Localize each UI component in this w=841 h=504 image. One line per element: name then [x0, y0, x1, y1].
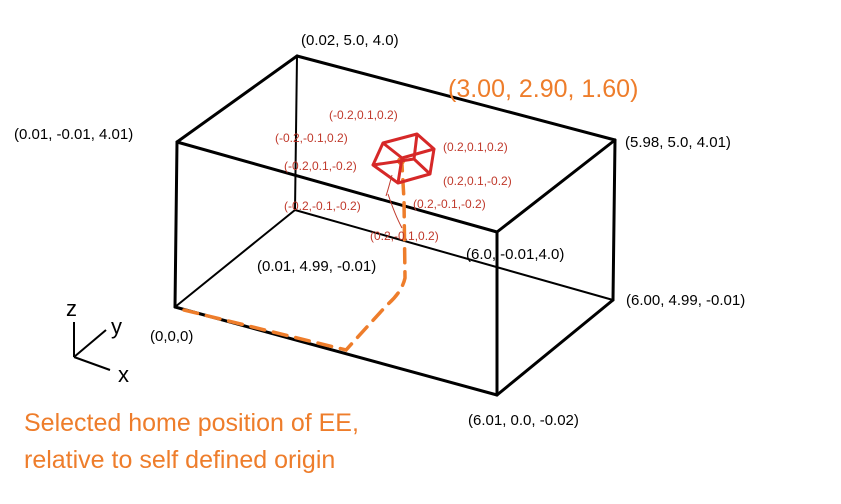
corner-label-bottom-back-right: (6.00, 4.99, -0.01) — [626, 292, 745, 309]
caption-line-1: Selected home position of EE, — [24, 409, 359, 437]
ee-box-edge — [412, 133, 419, 160]
ee-box-front-face — [371, 157, 432, 185]
ee-corner-label: (0.2,-0.1,-0.2) — [413, 197, 486, 211]
box-edge-vertical-back-right — [611, 138, 617, 302]
ee-leader-lines — [385, 174, 403, 229]
ee-corner-label: (0.2,-0.1,0.2) — [370, 229, 439, 243]
x-axis-line — [73, 356, 111, 371]
ee-box-back-face — [381, 132, 436, 160]
box-edge-top-back — [295, 54, 617, 142]
home-path-dashed — [182, 163, 407, 352]
box-edge-bottom-right — [495, 298, 615, 397]
corner-label-origin: (0,0,0) — [150, 328, 193, 345]
leader-line — [387, 193, 403, 229]
ee-home-coordinate: (3.00, 2.90, 1.60) — [448, 75, 638, 103]
ee-corner-label: (0.2,0.1,0.2) — [443, 140, 508, 154]
corner-label-bottom-back-left: (0.01, 4.99, -0.01) — [257, 258, 376, 275]
corner-label-top-front-left: (0.01, -0.01, 4.01) — [14, 126, 133, 143]
box-edge-bottom-left — [174, 209, 296, 308]
workspace-box — [173, 54, 617, 397]
corner-label-top-front-right: (6.0, -0.01,4.0) — [466, 246, 564, 263]
leader-line — [385, 174, 393, 197]
ee-corner-label: (-0.2,-0.1,0.2) — [275, 131, 348, 145]
box-edge-bottom-back — [294, 209, 614, 301]
ee-box-edge — [371, 142, 385, 166]
corner-label-bottom-front-right: (6.01, 0.0, -0.02) — [468, 412, 579, 429]
box-edge-top-front — [175, 140, 499, 234]
ee-box — [371, 132, 436, 185]
ee-corner-label: (-0.2,0.1,-0.2) — [284, 159, 357, 173]
ee-corner-label: (-0.2,0.1,0.2) — [329, 108, 398, 122]
ee-corner-label: (0.2,0.1,-0.2) — [443, 174, 512, 188]
z-axis-label: z — [66, 296, 77, 321]
ee-box-edge — [428, 148, 436, 175]
x-axis-label: x — [118, 362, 129, 387]
box-edge-vertical-back-left — [294, 55, 298, 211]
ee-corner-label: (-0.2,-0.1,-0.2) — [284, 199, 361, 213]
axis-triad — [73, 322, 111, 371]
caption-line-2: relative to self defined origin — [24, 446, 335, 474]
box-edge-top-right — [495, 138, 617, 234]
corner-label-top-back-right: (5.98, 5.0, 4.01) — [625, 134, 731, 151]
y-axis-line — [73, 329, 107, 358]
box-edge-bottom-front — [173, 305, 499, 397]
box-edge-vertical-front-left — [173, 140, 179, 309]
y-axis-label: y — [111, 314, 122, 339]
box-edge-top-left — [175, 54, 299, 144]
corner-label-top-back-left: (0.02, 5.0, 4.0) — [301, 32, 399, 49]
